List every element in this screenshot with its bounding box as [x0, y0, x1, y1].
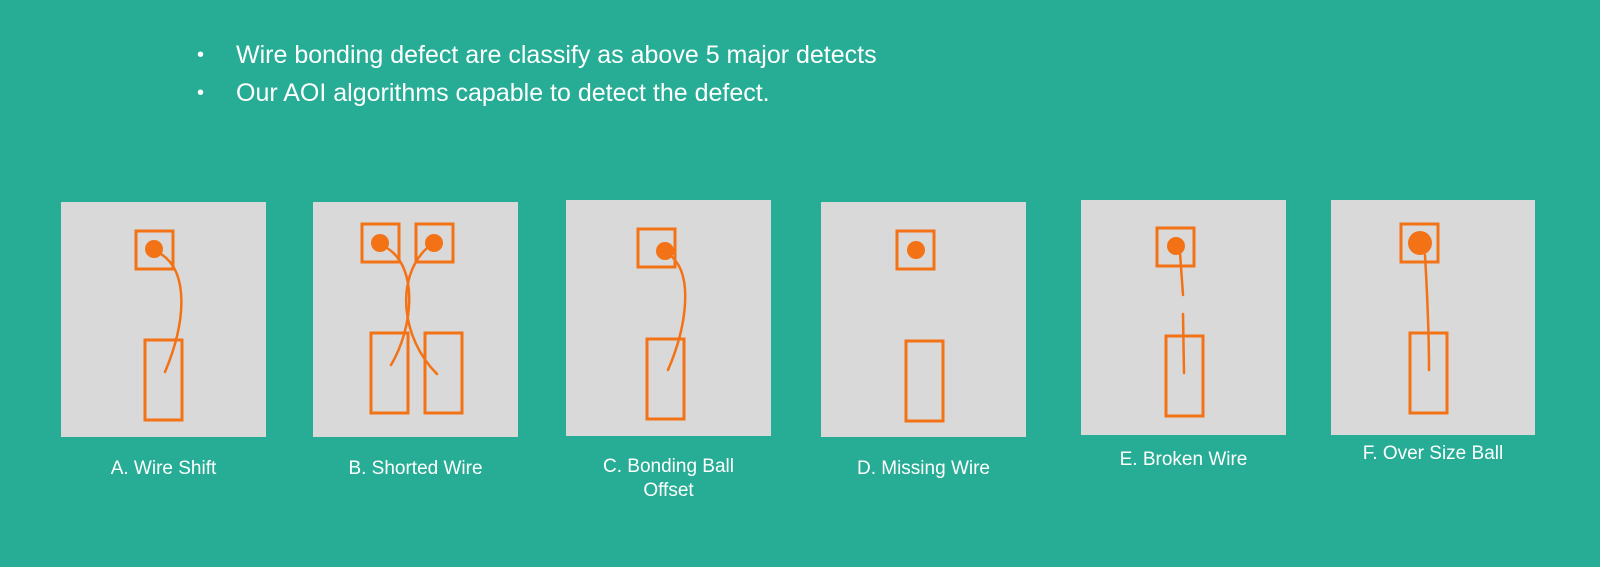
bond-pad	[895, 229, 936, 271]
panel-wire-shift	[61, 202, 266, 437]
caption-broken-wire: E. Broken Wire	[1119, 449, 1248, 470]
oversize-bonding-ball	[1408, 231, 1432, 255]
lead-frame	[369, 331, 410, 415]
caption-line: Offset	[643, 480, 694, 501]
bond-wire-lower	[1181, 312, 1186, 375]
bonding-ball	[907, 241, 925, 259]
caption-bonding-ball-offset: C. Bonding Ball Offset	[566, 455, 771, 503]
bond-pad	[1155, 226, 1196, 268]
bond-wire	[159, 252, 183, 374]
lead-frame	[645, 337, 686, 421]
caption-line: C. Bonding Ball	[603, 456, 734, 477]
lead-frame	[904, 339, 945, 423]
bullet-dot-icon: •	[197, 44, 205, 66]
bullet-item: • Our AOI algorithms capable to detect t…	[195, 74, 877, 112]
panel-shorted-wire	[313, 202, 518, 437]
caption-wire-shift: A. Wire Shift	[110, 458, 217, 479]
bonding-ball	[656, 242, 674, 260]
lead-frame	[143, 338, 184, 422]
bond-pad	[134, 229, 175, 271]
bonding-ball	[1167, 237, 1185, 255]
caption-shorted-wire: B. Shorted Wire	[348, 458, 483, 479]
broken-wire-diagram	[1155, 226, 1205, 418]
bullet-dot-icon: •	[197, 82, 205, 104]
lead-frame	[423, 331, 464, 415]
bond-pad	[636, 227, 677, 269]
over-size-ball-diagram	[1399, 222, 1449, 415]
caption-missing-wire: D. Missing Wire	[856, 458, 990, 479]
bonding-ball	[371, 234, 389, 252]
panel-over-size-ball	[1331, 200, 1535, 435]
lead-frame	[1164, 334, 1205, 418]
panel-bonding-ball-offset	[566, 200, 771, 436]
caption-over-size-ball: F. Over Size Ball	[1362, 443, 1504, 464]
bonding-ball	[425, 234, 443, 252]
bond-wire	[1423, 253, 1431, 372]
bond-wire	[666, 255, 687, 372]
wire-shift-diagram	[134, 229, 184, 422]
missing-wire-diagram	[895, 229, 945, 423]
bonding-ball-offset-diagram	[636, 227, 687, 421]
bond-wire-upper	[1178, 251, 1185, 297]
bond-pad	[1399, 222, 1440, 264]
bonding-ball	[145, 240, 163, 258]
bullet-text: Our AOI algorithms capable to detect the…	[236, 79, 770, 107]
lead-frame	[1408, 331, 1449, 415]
bond-wire	[385, 246, 411, 367]
shorted-wire-diagram	[360, 222, 464, 415]
panel-missing-wire	[821, 202, 1026, 437]
bullet-item: • Wire bonding defect are classify as ab…	[195, 36, 877, 74]
bond-wire	[404, 246, 439, 376]
panel-broken-wire	[1081, 200, 1286, 435]
bullet-list: • Wire bonding defect are classify as ab…	[195, 36, 877, 112]
bullet-text: Wire bonding defect are classify as abov…	[236, 41, 877, 69]
bond-pad	[414, 222, 455, 264]
bond-pad	[360, 222, 401, 264]
